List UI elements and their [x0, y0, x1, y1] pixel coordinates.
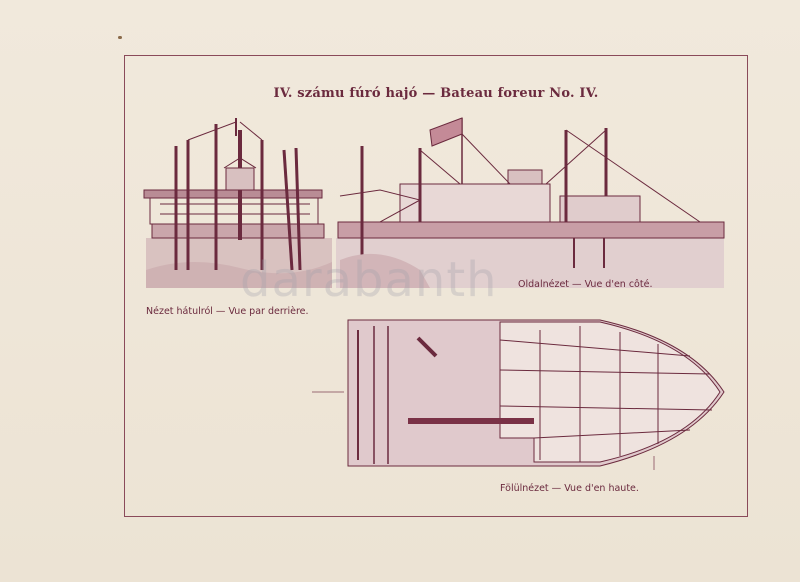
- side-view-drawing: [336, 117, 725, 288]
- rear-view-drawing: [143, 118, 332, 288]
- caption-top-view: Fölülnézet — Vue d'en haute.: [500, 483, 639, 494]
- caption-rear-view: Nézet hátulról — Vue par derrière.: [146, 306, 309, 317]
- reference-ticks: [312, 391, 655, 470]
- watermark-text: darabanth: [240, 252, 498, 308]
- caption-side-view: Oldalnézet — Vue d'en côté.: [518, 279, 653, 290]
- plate-frame: [124, 55, 748, 517]
- paper-speck: [118, 36, 122, 39]
- top-view-drawing: [347, 319, 725, 467]
- plate-title: IV. számu fúró hajó — Bateau foreur No. …: [273, 86, 599, 101]
